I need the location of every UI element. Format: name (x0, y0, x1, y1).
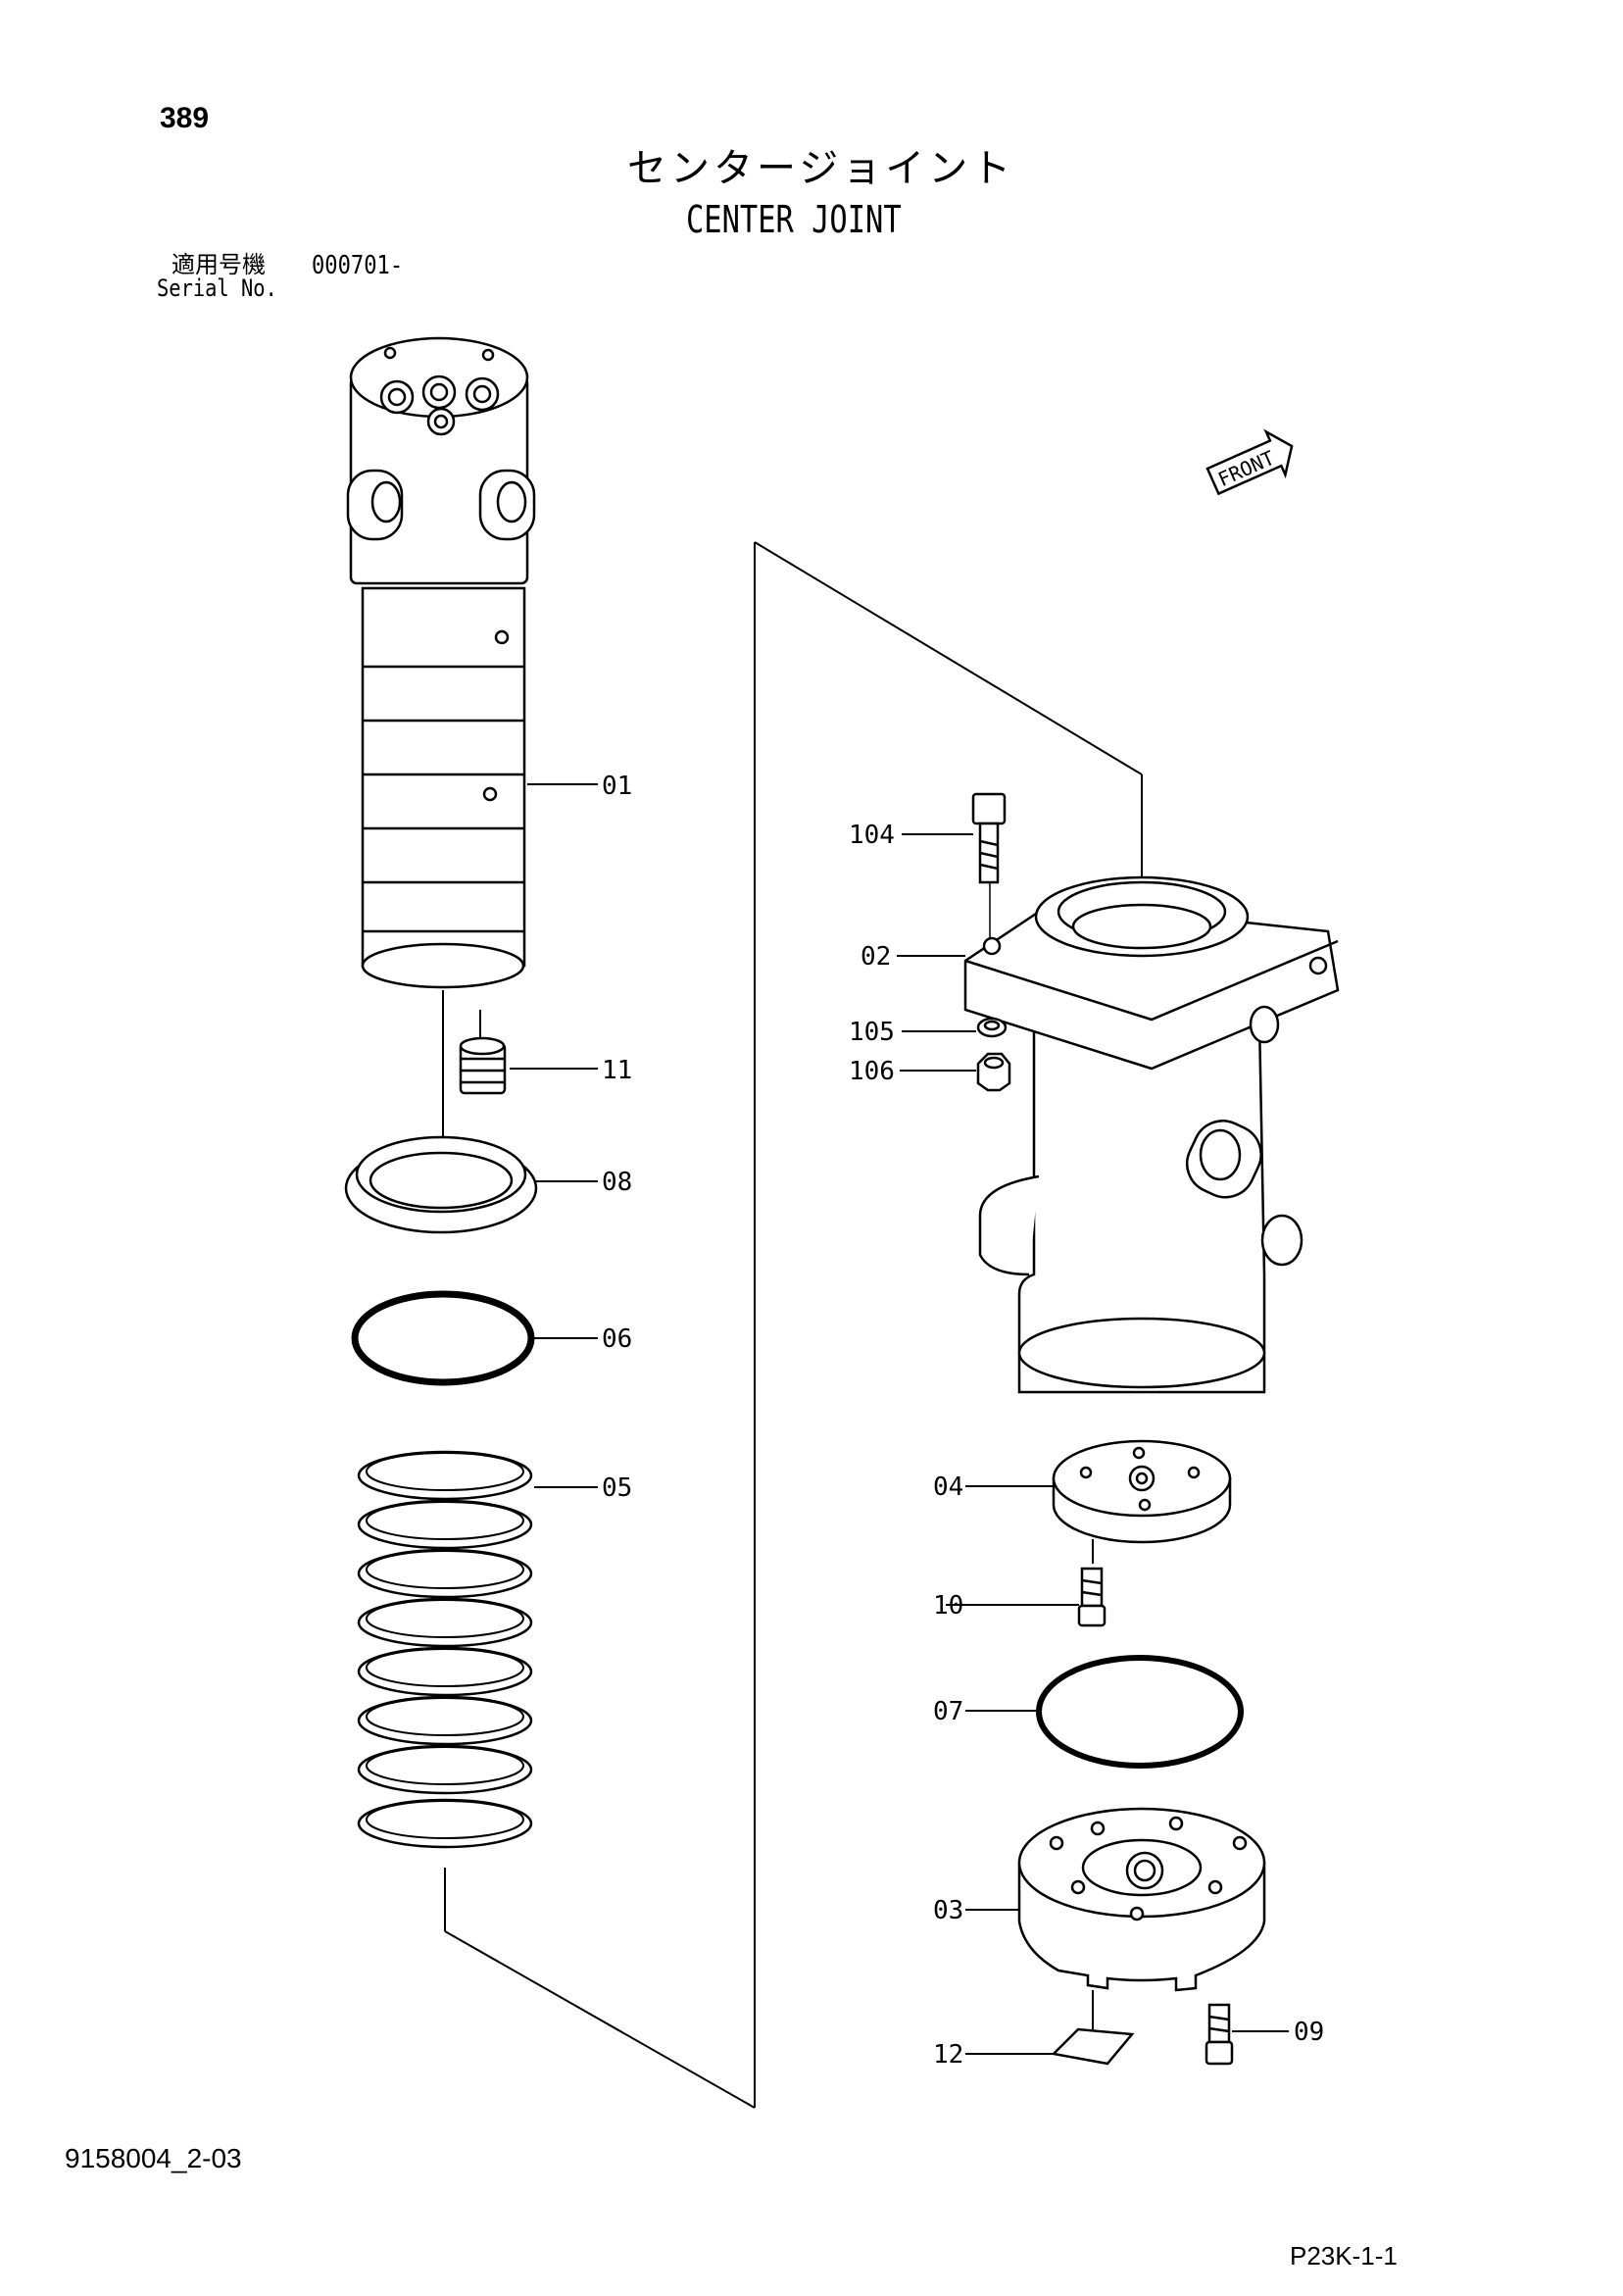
label-08: 08 (602, 1168, 632, 1197)
o-ring-part-06 (351, 1290, 535, 1386)
title-english: CENTER JOINT (686, 198, 902, 241)
front-arrow: FRONT (1205, 428, 1294, 496)
document-code: 9158004_2-03 (65, 2143, 242, 2173)
spindle-part-01 (346, 336, 536, 989)
label-105: 105 (849, 1018, 895, 1047)
label-03: 03 (933, 1896, 963, 1925)
plug-part-11 (459, 1036, 507, 1095)
cover-plate-part-04 (1052, 1439, 1232, 1544)
nut-part-106 (976, 1052, 1011, 1092)
label-05: 05 (602, 1473, 632, 1503)
serial-label-english: Serial No. (157, 275, 277, 302)
o-ring-part-07 (1036, 1655, 1244, 1769)
screw-part-10 (1077, 1567, 1107, 1627)
screw-part-09 (1205, 2003, 1234, 2066)
label-07: 07 (933, 1697, 963, 1726)
leader-lines (510, 783, 1289, 2055)
part-number-labels: 01 11 08 06 05 104 02 105 106 04 10 07 0… (602, 772, 1324, 2070)
label-02: 02 (861, 942, 891, 972)
housing-part-02 (963, 875, 1340, 1394)
page-number: 389 (160, 102, 210, 134)
serial-value: 000701- (312, 251, 404, 280)
label-01: 01 (602, 772, 632, 801)
nameplate-part-12 (1051, 2027, 1135, 2066)
label-12: 12 (933, 2040, 963, 2070)
label-09: 09 (1294, 2018, 1324, 2047)
label-10: 10 (933, 1591, 963, 1621)
page-code: P23K-1-1 (1290, 2241, 1398, 2271)
label-06: 06 (602, 1324, 632, 1354)
title-japanese: センタージョイント (627, 146, 1015, 191)
dust-seal-part-08 (344, 1135, 538, 1234)
serial-label-japanese: 適用号機 (172, 251, 266, 278)
label-106: 106 (849, 1057, 895, 1086)
bolt-part-104 (971, 792, 1007, 884)
washer-part-105 (976, 1017, 1008, 1038)
label-104: 104 (849, 821, 895, 850)
label-11: 11 (602, 1056, 632, 1085)
label-04: 04 (933, 1472, 963, 1502)
seal-stack-part-05 (357, 1450, 533, 1849)
end-cover-part-03 (1017, 1807, 1266, 1992)
